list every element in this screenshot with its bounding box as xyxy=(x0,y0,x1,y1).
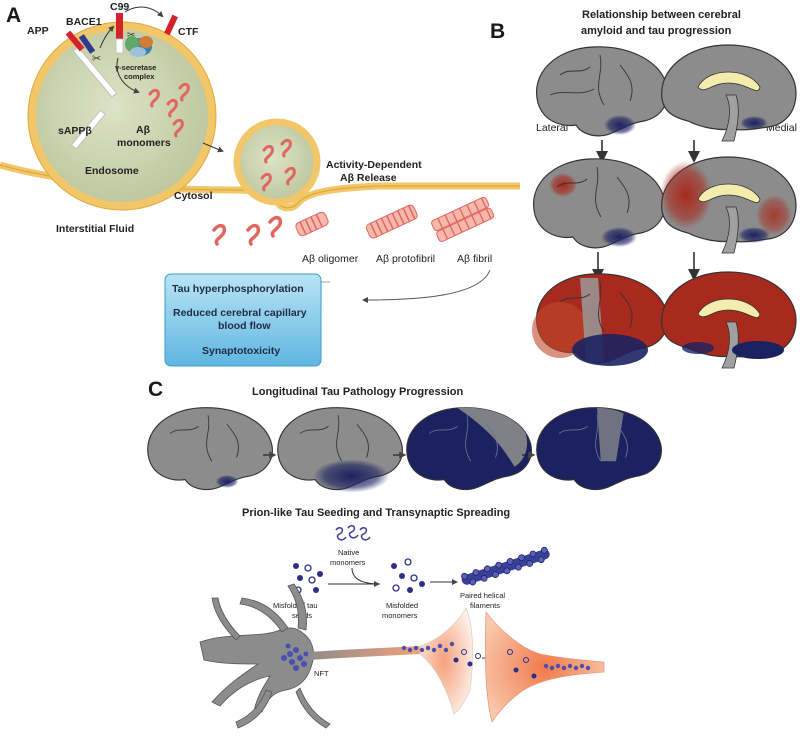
axon xyxy=(308,646,420,660)
panel-c-subtitle: Prion-like Tau Seeding and Transynaptic … xyxy=(242,507,510,519)
fibril-label: Aβ fibril xyxy=(457,253,492,265)
abeta-label: Aβ xyxy=(136,124,151,136)
misfolded-monomers-label-1: Misfolded xyxy=(386,601,418,610)
phf-label-2: filaments xyxy=(470,601,500,610)
native-monomers-icon xyxy=(335,525,371,541)
box-reduced-flow-1: Reduced cerebral capillary xyxy=(173,307,307,319)
paired-helical-filament-icon xyxy=(461,546,550,586)
app-protein xyxy=(65,30,118,98)
brain-lateral-stage2 xyxy=(532,158,666,249)
panel-a: A ✂ ✂ xyxy=(0,1,520,367)
nft-label: NFT xyxy=(314,669,329,678)
sappb-label: sAPPβ xyxy=(58,125,92,137)
panel-b-title-2: amyloid and tau progression xyxy=(581,25,732,37)
ctf-label: CTF xyxy=(178,26,199,38)
synaptic-release-icon xyxy=(453,649,481,667)
c99-to-ctf-arrow xyxy=(124,6,164,18)
abeta-oligomer-icon xyxy=(295,211,329,237)
native-join-arrow xyxy=(351,567,381,585)
misfolded-monomers-icon xyxy=(391,558,425,593)
c99-label: C99 xyxy=(110,1,129,13)
misfolded-seeds-label-1: Misfolded tau xyxy=(273,601,318,610)
abeta-release-label: Aβ Release xyxy=(340,172,397,184)
release-vesicle xyxy=(233,118,321,206)
panel-b-title-1: Relationship between cerebral xyxy=(582,9,741,21)
brain-tau-stage1 xyxy=(147,407,273,491)
panel-c: C Longitudinal Tau Pathology Progression… xyxy=(147,378,662,729)
activity-dependent-label: Activity-Dependent xyxy=(326,159,422,171)
brain-medial-stage1 xyxy=(661,44,797,142)
oligomer-label: Aβ oligomer xyxy=(302,253,359,265)
app-label: APP xyxy=(27,25,49,37)
effects-arrow xyxy=(362,269,491,303)
endosome-label: Endosome xyxy=(85,165,139,177)
native-monomers-label-2: monomers xyxy=(330,558,366,567)
brain-tau-stage4 xyxy=(536,407,662,491)
gamma-secretase-label-1: γ-secretase xyxy=(115,63,156,72)
ctf-fragment xyxy=(164,14,178,36)
app-to-c99-arrow xyxy=(99,25,115,49)
neuron-soma xyxy=(199,583,331,729)
cytosol-label: Cytosol xyxy=(174,190,213,202)
brain-medial-stage2 xyxy=(660,156,797,254)
sappb-fragment xyxy=(70,109,106,150)
abeta-monomers-icon xyxy=(148,82,190,138)
phf-label-1: Paired helical xyxy=(460,591,505,600)
misfolded-seeds-icon xyxy=(293,563,323,594)
box-reduced-flow-2: blood flow xyxy=(218,320,271,332)
abeta-protofibril-icon xyxy=(365,204,418,239)
postsynaptic-tau-icon xyxy=(507,649,591,679)
brain-lateral-stage1 xyxy=(535,46,669,137)
gamma-secretase-label-2: complex xyxy=(124,72,155,81)
bace1-label: BACE1 xyxy=(66,16,102,28)
bace1-enzyme xyxy=(78,34,96,54)
brain-lateral-stage3 xyxy=(532,273,669,366)
endosome-to-vesicle-arrow xyxy=(202,142,224,153)
axon-tau-aggregates-icon xyxy=(401,641,455,653)
nft-tangle-icon xyxy=(281,643,309,671)
brain-tau-stage3 xyxy=(406,407,532,491)
brain-medial-stage3 xyxy=(661,271,797,369)
downstream-effects-box xyxy=(164,273,322,367)
box-synaptotoxicity: Synaptotoxicity xyxy=(202,345,280,357)
panel-letter-a: A xyxy=(6,4,21,27)
scissors-icon: ✂ xyxy=(127,30,135,41)
vesicle-abeta-icon xyxy=(260,138,296,192)
panel-c-title: Longitudinal Tau Pathology Progression xyxy=(252,386,464,398)
brain-tau-stage2 xyxy=(277,407,403,493)
released-monomers-icon xyxy=(212,215,283,246)
c99-to-monomer-arrow xyxy=(116,57,140,94)
presynaptic-terminal xyxy=(419,607,473,715)
abeta-fibril-icon xyxy=(431,196,495,242)
interstitial-fluid-label: Interstitial Fluid xyxy=(56,223,134,235)
box-tau-hyperphosphorylation: Tau hyperphosphorylation xyxy=(172,283,304,295)
panel-letter-c: C xyxy=(148,378,163,401)
panel-letter-b: B xyxy=(490,20,505,43)
scissors-icon: ✂ xyxy=(92,53,101,65)
monomers-label: monomers xyxy=(117,137,171,149)
panel-b: B Relationship between cerebral amyloid … xyxy=(490,9,797,369)
misfolded-monomers-label-2: monomers xyxy=(382,611,418,620)
protofibril-label: Aβ protofibril xyxy=(376,253,435,265)
lateral-label: Lateral xyxy=(536,122,568,134)
c99-fragment xyxy=(116,13,123,39)
native-monomers-label-1: Native xyxy=(338,548,359,557)
gamma-secretase-complex-icon xyxy=(125,36,153,57)
